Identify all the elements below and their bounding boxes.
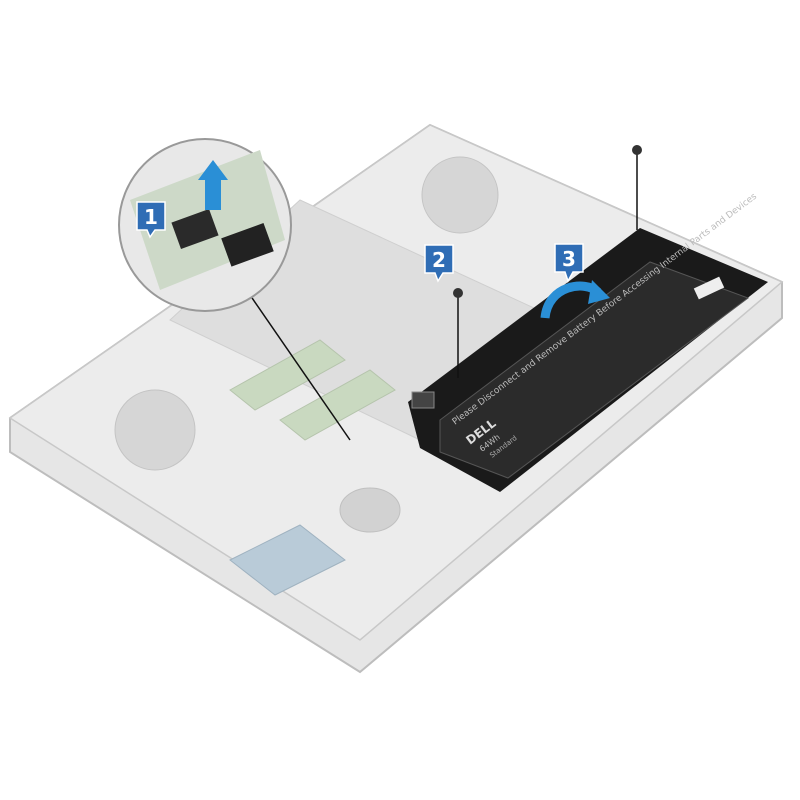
svg-text:2: 2 bbox=[432, 248, 446, 272]
callout-2: 2 bbox=[424, 244, 454, 283]
callout-3: 3 bbox=[554, 243, 584, 283]
pull-up-arrow-icon bbox=[198, 160, 228, 210]
memory-module bbox=[279, 369, 396, 441]
connector-detail-inset bbox=[118, 138, 292, 312]
svg-text:1: 1 bbox=[144, 205, 158, 229]
battery-connector bbox=[411, 391, 435, 409]
svg-text:3: 3 bbox=[562, 247, 576, 271]
fan-icon bbox=[114, 389, 196, 471]
battery-label-sticker bbox=[693, 276, 725, 300]
callout-1: 1 bbox=[136, 201, 166, 239]
screw-1 bbox=[632, 145, 642, 230]
screw-2 bbox=[453, 288, 463, 378]
memory-module bbox=[229, 339, 346, 411]
fan-icon bbox=[421, 156, 499, 234]
ssd-module bbox=[229, 524, 346, 596]
